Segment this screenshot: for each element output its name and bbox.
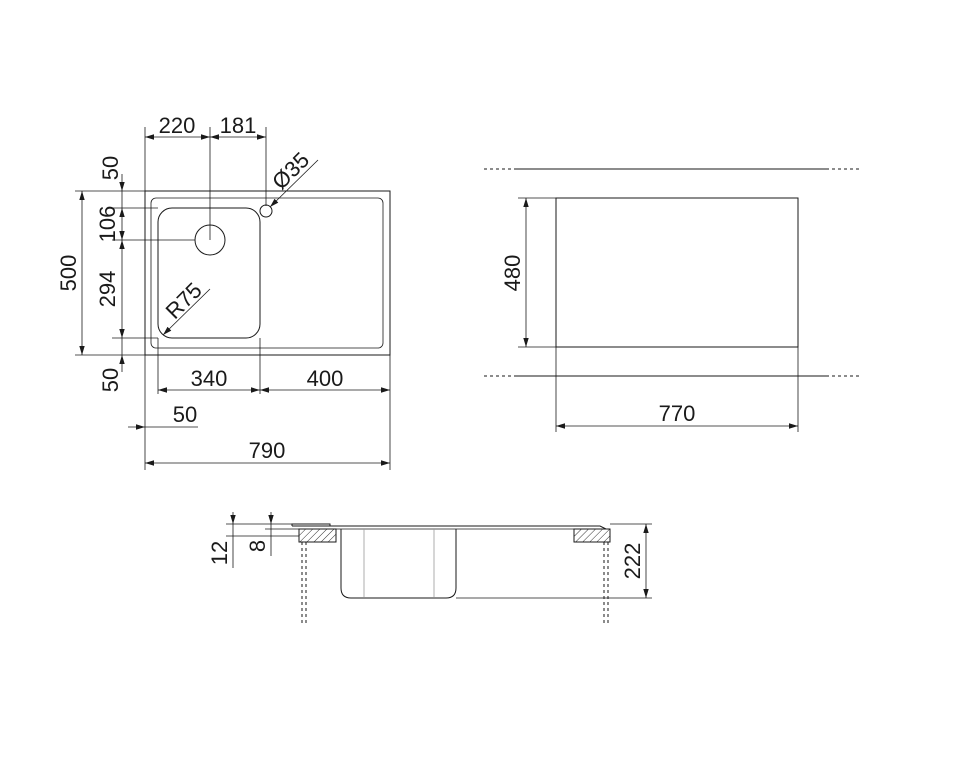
bowl-outline	[157, 207, 261, 339]
dia-35-leader	[269, 159, 319, 208]
dim-790-label: 790	[249, 438, 286, 463]
dim-50-top-label: 50	[98, 156, 123, 180]
dim-500-label: 500	[56, 255, 81, 292]
section-view: 12 8 222	[207, 512, 652, 626]
dim-12-label: 12	[207, 541, 232, 565]
cutout-view: 480 770	[484, 168, 860, 432]
dim-400-label: 400	[307, 366, 344, 391]
dim-dia-35-label: Ø35	[267, 147, 314, 194]
dim-r75-label: R75	[161, 278, 207, 324]
cutout-rectangle	[555, 197, 799, 348]
dim-222-label: 222	[620, 543, 645, 580]
worktop-section-right	[573, 528, 611, 543]
dim-50-left-label: 50	[173, 402, 197, 427]
dim-340-label: 340	[191, 366, 228, 391]
dim-106-label: 106	[95, 206, 120, 243]
worktop-section-left	[298, 528, 337, 543]
bowl-section	[340, 529, 457, 599]
dim-294-label: 294	[95, 271, 120, 308]
r75-leader	[162, 288, 211, 336]
dim-181-label: 181	[220, 113, 257, 138]
dim-8-label: 8	[245, 540, 270, 552]
top-view: 220 181 Ø35 50 106 294 500 50 R75 340 40…	[56, 113, 391, 470]
dim-480-label: 480	[500, 255, 525, 292]
dim-50-bottom-label: 50	[98, 368, 123, 392]
sink-outer-outline	[144, 190, 391, 356]
sink-inner-rim	[150, 197, 384, 349]
sink-flange	[291, 523, 607, 530]
dim-220-label: 220	[159, 113, 196, 138]
dim-770-label: 770	[659, 401, 696, 426]
